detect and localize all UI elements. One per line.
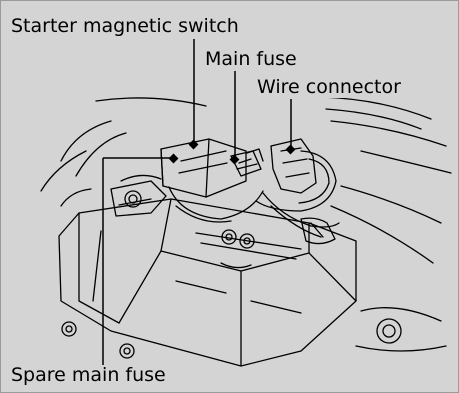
leader-starter-switch-dot — [188, 139, 199, 150]
callout-wire-connector: Wire connector — [255, 76, 403, 98]
leader-spare-fuse-dot — [168, 153, 179, 164]
leader-wire-connector-dot — [285, 144, 296, 155]
leader-lines — [102, 39, 296, 365]
fuse-box — [160, 138, 264, 223]
callout-spare-main-fuse: Spare main fuse — [9, 364, 168, 386]
battery-terminals — [124, 190, 255, 249]
battery-clamp — [110, 180, 167, 217]
battery-outline — [58, 198, 357, 367]
hose — [300, 217, 336, 245]
mount-bolts — [61, 307, 447, 359]
callout-main-fuse: Main fuse — [203, 48, 299, 70]
wire-connector-harness — [255, 138, 340, 238]
leader-main-fuse-dot — [229, 154, 240, 165]
callout-starter-magnetic-switch: Starter magnetic switch — [9, 15, 241, 37]
